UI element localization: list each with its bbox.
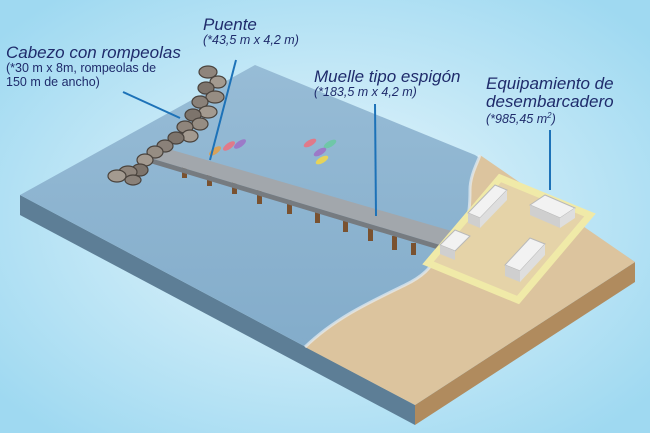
label-muelle-title: Muelle tipo espigón bbox=[314, 67, 461, 86]
boat bbox=[223, 141, 235, 151]
label-muelle: Muelle tipo espigón (*183,5 m x 4,2 m) bbox=[314, 67, 461, 100]
label-equipamiento-dims-sup: 2 bbox=[547, 110, 552, 120]
pointer-lines bbox=[122, 59, 551, 217]
label-equipamiento-dims-suffix: ) bbox=[551, 111, 556, 126]
label-puente-title: Puente bbox=[203, 15, 257, 34]
label-cabezo-line2: 150 m de ancho) bbox=[6, 74, 100, 89]
pier-deck-side bbox=[150, 158, 440, 250]
label-cabezo: Cabezo con rompeolas (*30 m x 8m, rompeo… bbox=[6, 43, 181, 89]
boat bbox=[315, 155, 329, 165]
label-cabezo-line1: (*30 m x 8m, rompeolas de bbox=[6, 61, 157, 76]
label-muelle-dims: (*183,5 m x 4,2 m) bbox=[314, 85, 417, 100]
pointer-line-muelle bbox=[374, 103, 377, 217]
label-cabezo-title: Cabezo con rompeolas bbox=[6, 43, 181, 62]
block-front-face bbox=[20, 195, 415, 425]
boat bbox=[323, 139, 337, 149]
boat bbox=[303, 138, 317, 148]
label-equipamiento: Equipamiento de desembarcadero (*985,45 … bbox=[486, 74, 614, 127]
breakwater-rocks bbox=[107, 65, 227, 186]
boat bbox=[234, 139, 246, 149]
label-puente-dims: (*43,5 m x 4,2 m) bbox=[203, 33, 299, 48]
facility-buildings bbox=[439, 184, 577, 282]
label-equipamiento-dims: (*985,45 m2) bbox=[486, 110, 614, 127]
label-equipamiento-title-line2: desembarcadero bbox=[486, 92, 614, 112]
label-puente: Puente (*43,5 m x 4,2 m) bbox=[203, 15, 299, 48]
label-equipamiento-dims-prefix: (*985,45 m bbox=[486, 111, 548, 126]
boat bbox=[313, 147, 327, 157]
label-equipamiento-title-line1: Equipamiento de bbox=[486, 74, 614, 93]
pointer-line-puente bbox=[209, 59, 237, 161]
pointer-line-cabezo bbox=[122, 91, 181, 119]
pier-deck bbox=[150, 150, 455, 245]
block-right-face bbox=[415, 262, 635, 425]
